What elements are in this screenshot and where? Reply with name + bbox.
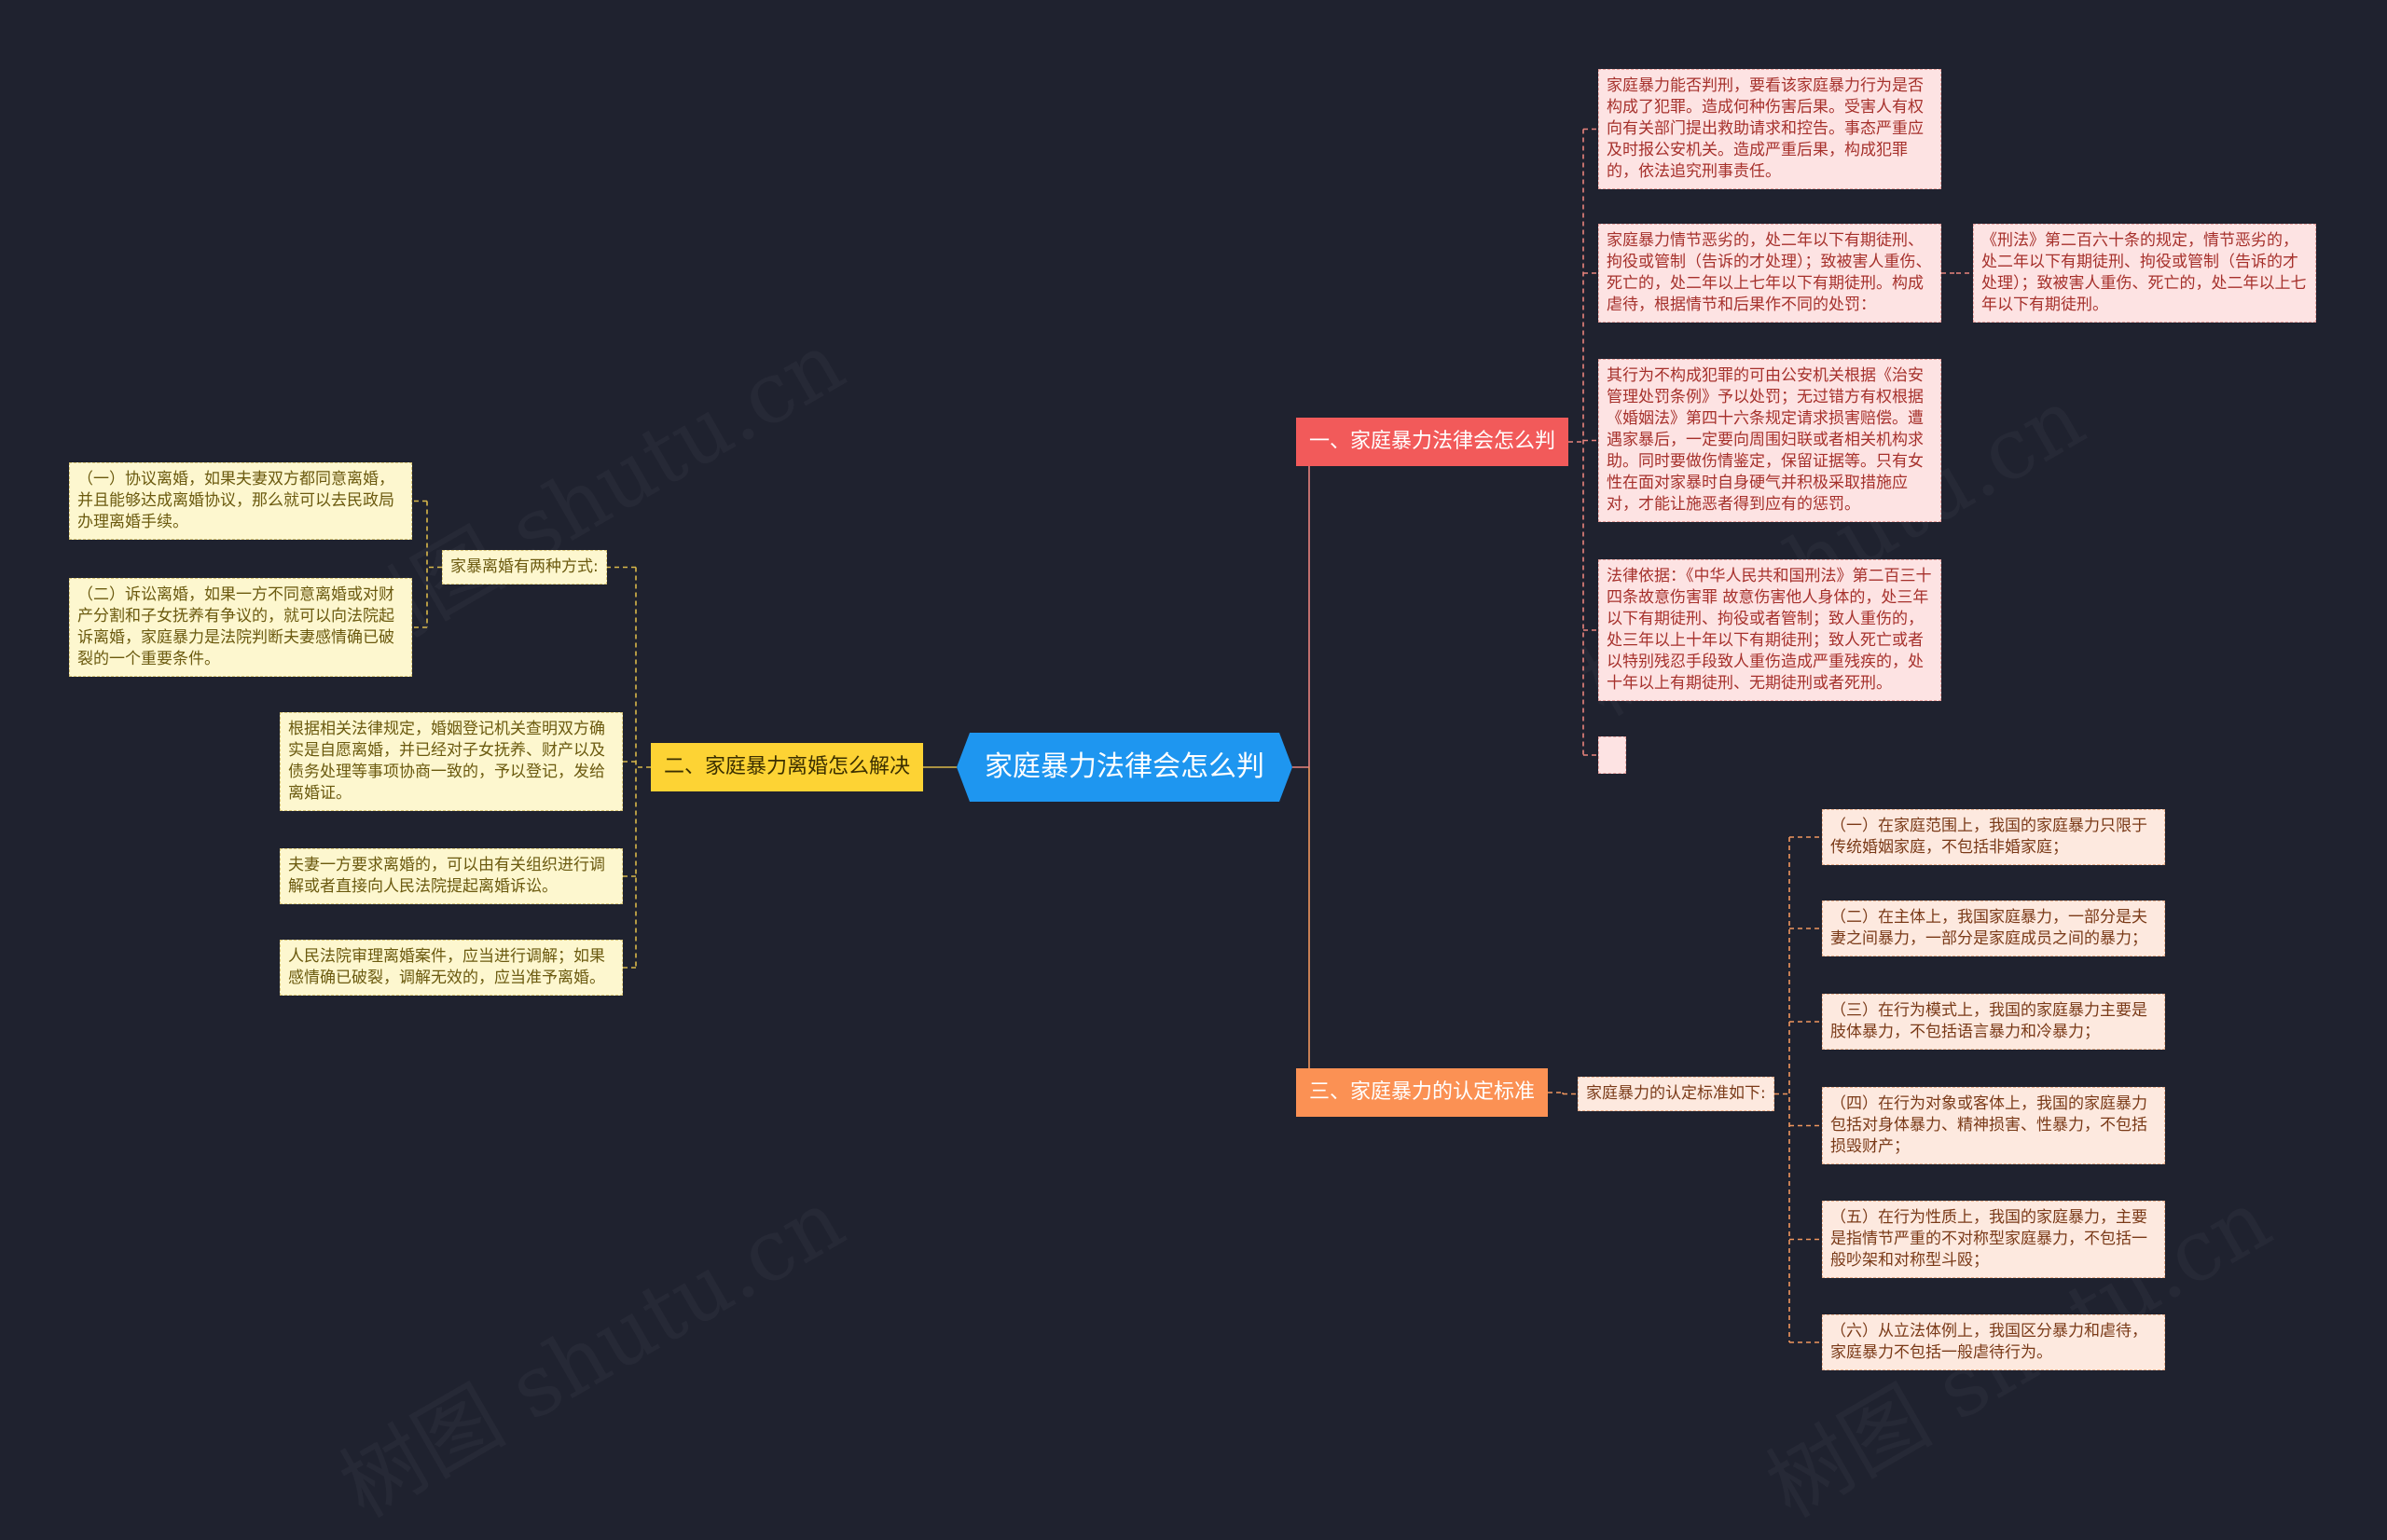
leaf-criteria-2[interactable]: （二）在主体上，我国家庭暴力，一部分是夫妻之间暴力，一部分是家庭成员之间的暴力； (1822, 901, 2165, 956)
criteria-group-label[interactable]: 家庭暴力的认定标准如下: (1578, 1077, 1774, 1111)
leaf-divorce-1[interactable]: 根据相关法律规定，婚姻登记机关查明双方确实是自愿离婚，并已经对子女抚养、财产以及… (280, 712, 623, 811)
leaf-sentencing-1[interactable]: 家庭暴力能否判刑，要看该家庭暴力行为是否构成了犯罪。造成何种伤害后果。受害人有权… (1598, 69, 1941, 189)
leaf-divorce-method-2[interactable]: （二）诉讼离婚，如果一方不同意离婚或对财产分割和子女抚养有争议的，就可以向法院起… (69, 578, 412, 677)
leaf-criteria-4[interactable]: （四）在行为对象或客体上，我国的家庭暴力包括对身体暴力、精神损害、性暴力，不包括… (1822, 1087, 2165, 1164)
mindmap-canvas: 树图 shutu.cn 树图 shutu.cn 树图 shutu.cn 树图 s… (69, 69, 2316, 1370)
branch-criteria[interactable]: 三、家庭暴力的认定标准 (1296, 1068, 1549, 1117)
leaf-sentencing-5[interactable] (1598, 736, 1626, 774)
leaf-sentencing-2-sub[interactable]: 《刑法》第二百六十条的规定，情节恶劣的，处二年以下有期徒刑、拘役或管制（告诉的才… (1973, 224, 2316, 323)
leaf-sentencing-4[interactable]: 法律依据：《中华人民共和国刑法》第二百三十四条故意伤害罪 故意伤害他人身体的，处… (1598, 559, 1941, 701)
watermark-3: 树图 shutu.cn (315, 1154, 862, 1540)
leaf-divorce-2[interactable]: 夫妻一方要求离婚的，可以由有关组织进行调解或者直接向人民法院提起离婚诉讼。 (280, 848, 623, 904)
leaf-divorce-method-1[interactable]: （一）协议离婚，如果夫妻双方都同意离婚，并且能够达成离婚协议，那么就可以去民政局… (69, 462, 412, 540)
root-topic[interactable]: 家庭暴力法律会怎么判 (957, 733, 1292, 802)
branch-divorce[interactable]: 二、家庭暴力离婚怎么解决 (651, 743, 924, 791)
branch-sentencing[interactable]: 一、家庭暴力法律会怎么判 (1296, 418, 1569, 466)
leaf-criteria-5[interactable]: （五）在行为性质上，我国的家庭暴力，主要是指情节严重的不对称型家庭暴力，不包括一… (1822, 1201, 2165, 1278)
leaf-sentencing-3[interactable]: 其行为不构成犯罪的可由公安机关根据《治安管理处罚条例》予以处罚；无过错方有权根据… (1598, 359, 1941, 522)
leaf-criteria-6[interactable]: （六）从立法体例上，我国区分暴力和虐待，家庭暴力不包括一般虐待行为。 (1822, 1314, 2165, 1370)
leaf-criteria-1[interactable]: （一）在家庭范围上，我国的家庭暴力只限于传统婚姻家庭，不包括非婚家庭； (1822, 809, 2165, 865)
leaf-divorce-3[interactable]: 人民法院审理离婚案件，应当进行调解；如果感情确已破裂，调解无效的，应当准予离婚。 (280, 940, 623, 996)
divorce-methods-label[interactable]: 家暴离婚有两种方式: (442, 550, 607, 584)
leaf-sentencing-2[interactable]: 家庭暴力情节恶劣的，处二年以下有期徒刑、拘役或管制（告诉的才处理）；致被害人重伤… (1598, 224, 1941, 323)
leaf-criteria-3[interactable]: （三）在行为模式上，我国的家庭暴力主要是肢体暴力，不包括语言暴力和冷暴力； (1822, 994, 2165, 1050)
